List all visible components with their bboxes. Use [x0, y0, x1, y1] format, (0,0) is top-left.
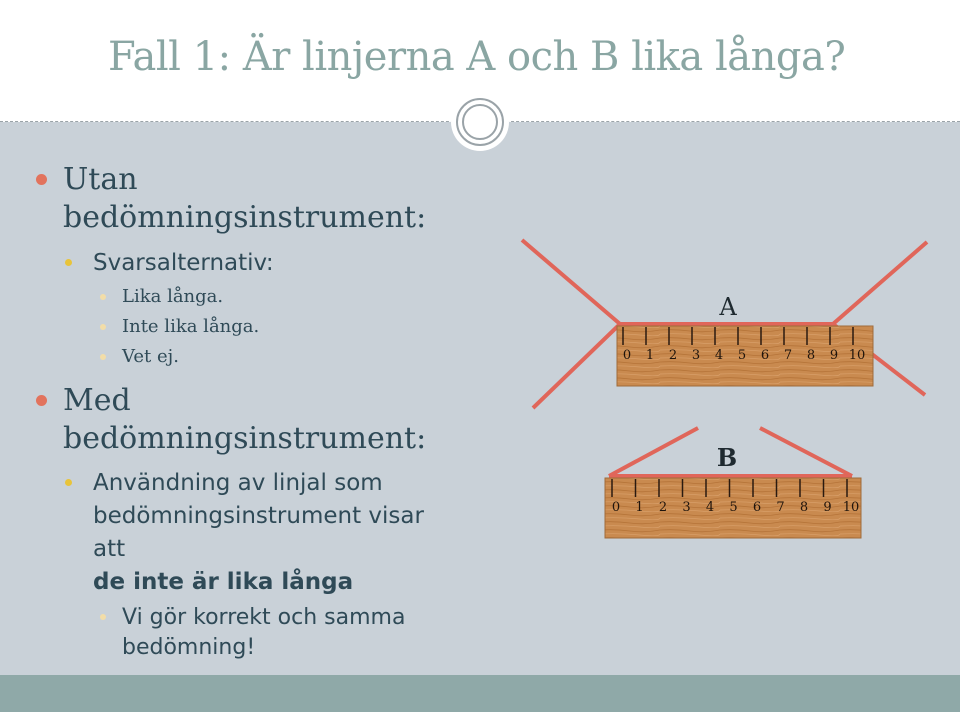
ruler-number: 8	[807, 348, 815, 363]
ruler-number: 9	[823, 500, 831, 515]
ruler-number: 10	[843, 500, 860, 515]
usage-text: Användning av linjal som bedömningsinstr…	[65, 467, 424, 599]
ruler-number: 0	[623, 348, 631, 363]
ruler-number: 9	[830, 348, 838, 363]
options-heading: Svarsalternativ:	[65, 247, 274, 280]
ruler-number: 6	[753, 500, 761, 515]
usage-line: bedömningsinstrument visar	[93, 503, 424, 529]
bullet-dot-icon	[65, 479, 72, 486]
bullet-dot-icon	[100, 324, 106, 330]
line-b-label: B	[717, 443, 737, 472]
option-item: Lika långa.	[100, 283, 223, 311]
usage-emphasis: de inte är lika långa	[93, 569, 354, 595]
slide-title: Fall 1: Är linjerna A och B lika långa?	[108, 34, 846, 80]
bullet-dot-icon	[36, 174, 47, 185]
ruler-number: 3	[692, 348, 700, 363]
bullet-without-instrument: Utan bedömningsinstrument:	[36, 161, 427, 237]
conclusion-line: Vi gör korrekt och samma	[122, 605, 406, 630]
arrow-fin	[831, 240, 929, 326]
circle-emblem-icon	[451, 93, 509, 151]
option-item: Inte lika långa.	[100, 313, 259, 341]
ruler-number: 6	[761, 348, 769, 363]
ruler-number: 5	[729, 500, 737, 515]
option-item: Vet ej.	[100, 343, 179, 371]
usage-line: Användning av linjal som	[93, 470, 383, 496]
usage-line: att	[93, 536, 126, 562]
ruler-number: 0	[612, 500, 620, 515]
line-b-figure	[608, 426, 853, 478]
bullet-text-line: bedömningsinstrument:	[63, 421, 427, 456]
bottom-bar	[0, 675, 960, 712]
ruler-number: 2	[669, 348, 677, 363]
arrow-fin	[608, 426, 699, 478]
ruler-number: 1	[646, 348, 654, 363]
ruler-number: 4	[715, 348, 723, 363]
ruler-number: 10	[849, 348, 866, 363]
line-a-label: A	[718, 293, 737, 321]
bullet-text-line: bedömningsinstrument:	[63, 200, 427, 235]
bullet-with-instrument: Med bedömningsinstrument:	[36, 382, 427, 458]
conclusion-text: Vi gör korrekt och samma bedömning!	[100, 603, 406, 663]
ruler-number: 4	[706, 500, 714, 515]
bullet-dot-icon	[100, 294, 106, 300]
ruler-number: 1	[635, 500, 643, 515]
bullet-dot-icon	[100, 614, 106, 620]
bullet-dot-icon	[36, 395, 47, 406]
bullet-dot-icon	[100, 354, 106, 360]
bullet-dot-icon	[65, 259, 72, 266]
ruler-number: 7	[784, 348, 792, 363]
bullet-text-line: Med	[63, 383, 131, 418]
arrow-fin	[531, 322, 622, 410]
conclusion-line: bedömning!	[122, 635, 256, 660]
content-area	[0, 122, 960, 675]
ruler-number: 8	[800, 500, 808, 515]
arrow-fin	[759, 426, 853, 478]
bullet-text-line: Utan	[63, 162, 138, 197]
ruler-number: 7	[776, 500, 784, 515]
arrow-fin	[520, 238, 622, 326]
ruler-number: 3	[682, 500, 690, 515]
ruler-number: 2	[659, 500, 667, 515]
ruler-number: 5	[738, 348, 746, 363]
